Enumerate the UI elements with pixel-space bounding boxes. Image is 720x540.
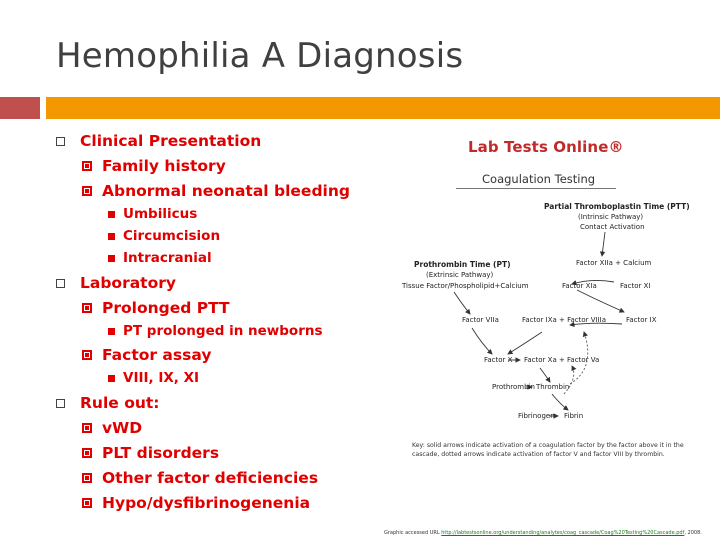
framed-square-bullet-icon xyxy=(82,423,92,433)
hollow-square-bullet-icon xyxy=(56,398,65,408)
bullet-text: Circumcision xyxy=(123,228,221,244)
filled-square-bullet-icon xyxy=(108,210,115,218)
bullet-text: Factor assay xyxy=(102,346,212,364)
arrow-viia-to-x xyxy=(471,327,493,355)
factor-xia-label: Factor XIa xyxy=(562,282,597,290)
factor-xi-label: Factor XI xyxy=(620,282,651,290)
bullet-pt-prolonged-newborns: PT prolonged in newborns xyxy=(56,321,386,341)
dotted-arrow-thrombin-to-viiia xyxy=(569,331,589,385)
slide-title: Hemophilia A Diagnosis xyxy=(56,36,464,76)
bullet-abnormal-neonatal-bleeding: Abnormal neonatal bleeding xyxy=(56,180,386,202)
fibrin-label: Fibrin xyxy=(564,412,584,420)
thrombin-label: Thrombin xyxy=(536,383,570,391)
arrow-thrombin-to-fibrin xyxy=(551,393,569,411)
hollow-square-bullet-icon xyxy=(56,278,65,288)
filled-square-bullet-icon xyxy=(108,374,115,382)
bullet-text: vWD xyxy=(102,419,143,437)
bullet-text: Clinical Presentation xyxy=(80,132,262,150)
graphic-credit: Graphic accessed URL http://labtestsonli… xyxy=(384,530,702,536)
ptt-title: Partial Thromboplastin Time (PTT) xyxy=(544,202,690,211)
coagulation-cascade-figure: Lab Tests Online® Coagulation Testing Pa… xyxy=(392,132,712,462)
factor-xiia-calcium-label: Factor XIIa + Calcium xyxy=(576,259,652,267)
bullet-intracranial: Intracranial xyxy=(56,248,386,268)
title-accent-bar-left xyxy=(0,97,40,119)
bullet-hypo-dysfibrinogenemia: Hypo/dysfibrinogenenia xyxy=(56,492,386,514)
dotted-arrow-thrombin-to-va xyxy=(563,365,577,395)
factor-ixa-viiia-label: Factor IXa + Factor VIIIa xyxy=(522,316,607,324)
title-accent-bar-right xyxy=(46,97,720,119)
factor-xa-va-label: Factor Xa + Factor Va xyxy=(524,356,600,364)
bullet-text: Abnormal neonatal bleeding xyxy=(102,182,350,200)
filled-square-bullet-icon xyxy=(108,232,115,240)
bullet-text: VIII, IX, XI xyxy=(123,370,200,386)
bullet-text: Hypo/dysfibrinogenenia xyxy=(102,494,311,512)
filled-square-bullet-icon xyxy=(108,327,115,335)
framed-square-bullet-icon xyxy=(82,161,92,171)
contact-activation-label: Contact Activation xyxy=(580,223,645,231)
bullet-text: Intracranial xyxy=(123,250,212,266)
bullet-circumcision: Circumcision xyxy=(56,226,386,246)
factor-viia-label: Factor VIIa xyxy=(462,316,499,324)
arrow-ix-to-ixa xyxy=(569,321,623,328)
fibrinogen-label: Fibrinogen xyxy=(518,412,555,420)
bullet-umbilicus: Umbilicus xyxy=(56,204,386,224)
bullet-other-factor-deficiencies: Other factor deficiencies xyxy=(56,467,386,489)
bullet-rule-out: Rule out: xyxy=(56,392,386,414)
bullet-text: Other factor deficiencies xyxy=(102,469,319,487)
bullet-text: Rule out: xyxy=(80,394,160,412)
bullet-text: Laboratory xyxy=(80,274,176,292)
bullet-factors-viii-ix-xi: VIII, IX, XI xyxy=(56,368,386,388)
framed-square-bullet-icon xyxy=(82,186,92,196)
credit-link[interactable]: http://labtestsonline.org/understanding/… xyxy=(441,530,685,536)
hollow-square-bullet-icon xyxy=(56,136,65,146)
arrow-contact-to-xiia xyxy=(599,231,606,257)
bullet-family-history: Family history xyxy=(56,155,386,177)
arrow-xi-to-xia xyxy=(571,279,615,286)
figure-key: Key: solid arrows indicate activation of… xyxy=(412,442,684,458)
figure-divider xyxy=(456,188,616,189)
filled-square-bullet-icon xyxy=(108,254,115,262)
bullet-clinical-presentation: Clinical Presentation xyxy=(56,130,386,152)
arrow-tf-to-viia xyxy=(453,291,471,315)
arrow-xa-to-thrombin xyxy=(539,367,551,383)
figure-subtitle: Coagulation Testing xyxy=(482,172,596,186)
framed-square-bullet-icon xyxy=(82,350,92,360)
prothrombin-label: Prothrombin xyxy=(492,383,535,391)
bullet-vwd: vWD xyxy=(56,417,386,439)
bullet-list: Clinical Presentation Family history Abn… xyxy=(56,126,386,514)
factor-x-label: Factor X xyxy=(484,356,513,364)
pt-title: Prothrombin Time (PT) xyxy=(414,260,511,269)
lab-tests-online-logo: Lab Tests Online® xyxy=(468,138,624,156)
bullet-factor-assay: Factor assay xyxy=(56,344,386,366)
bullet-text: PT prolonged in newborns xyxy=(123,323,323,339)
framed-square-bullet-icon xyxy=(82,473,92,483)
arrow-ixa-to-x xyxy=(507,331,543,355)
credit-suffix: , 2008. xyxy=(684,530,702,536)
bullet-text: PLT disorders xyxy=(102,444,220,462)
cascade-arrows xyxy=(453,231,625,419)
factor-ix-label: Factor IX xyxy=(626,316,657,324)
bullet-text: Prolonged PTT xyxy=(102,299,230,317)
ptt-pathway: (Intrinsic Pathway) xyxy=(578,213,644,221)
arrow-xia-to-ix xyxy=(576,289,625,313)
framed-square-bullet-icon xyxy=(82,448,92,458)
credit-prefix: Graphic accessed URL xyxy=(384,530,442,536)
bullet-prolonged-ptt: Prolonged PTT xyxy=(56,297,386,319)
bullet-laboratory: Laboratory xyxy=(56,272,386,294)
framed-square-bullet-icon xyxy=(82,303,92,313)
pt-pathway: (Extrinsic Pathway) xyxy=(426,271,494,279)
bullet-text: Umbilicus xyxy=(123,206,198,222)
framed-square-bullet-icon xyxy=(82,498,92,508)
bullet-plt-disorders: PLT disorders xyxy=(56,442,386,464)
tissue-factor-label: Tissue Factor/Phospholipid+Calcium xyxy=(402,282,529,290)
bullet-text: Family history xyxy=(102,157,226,175)
